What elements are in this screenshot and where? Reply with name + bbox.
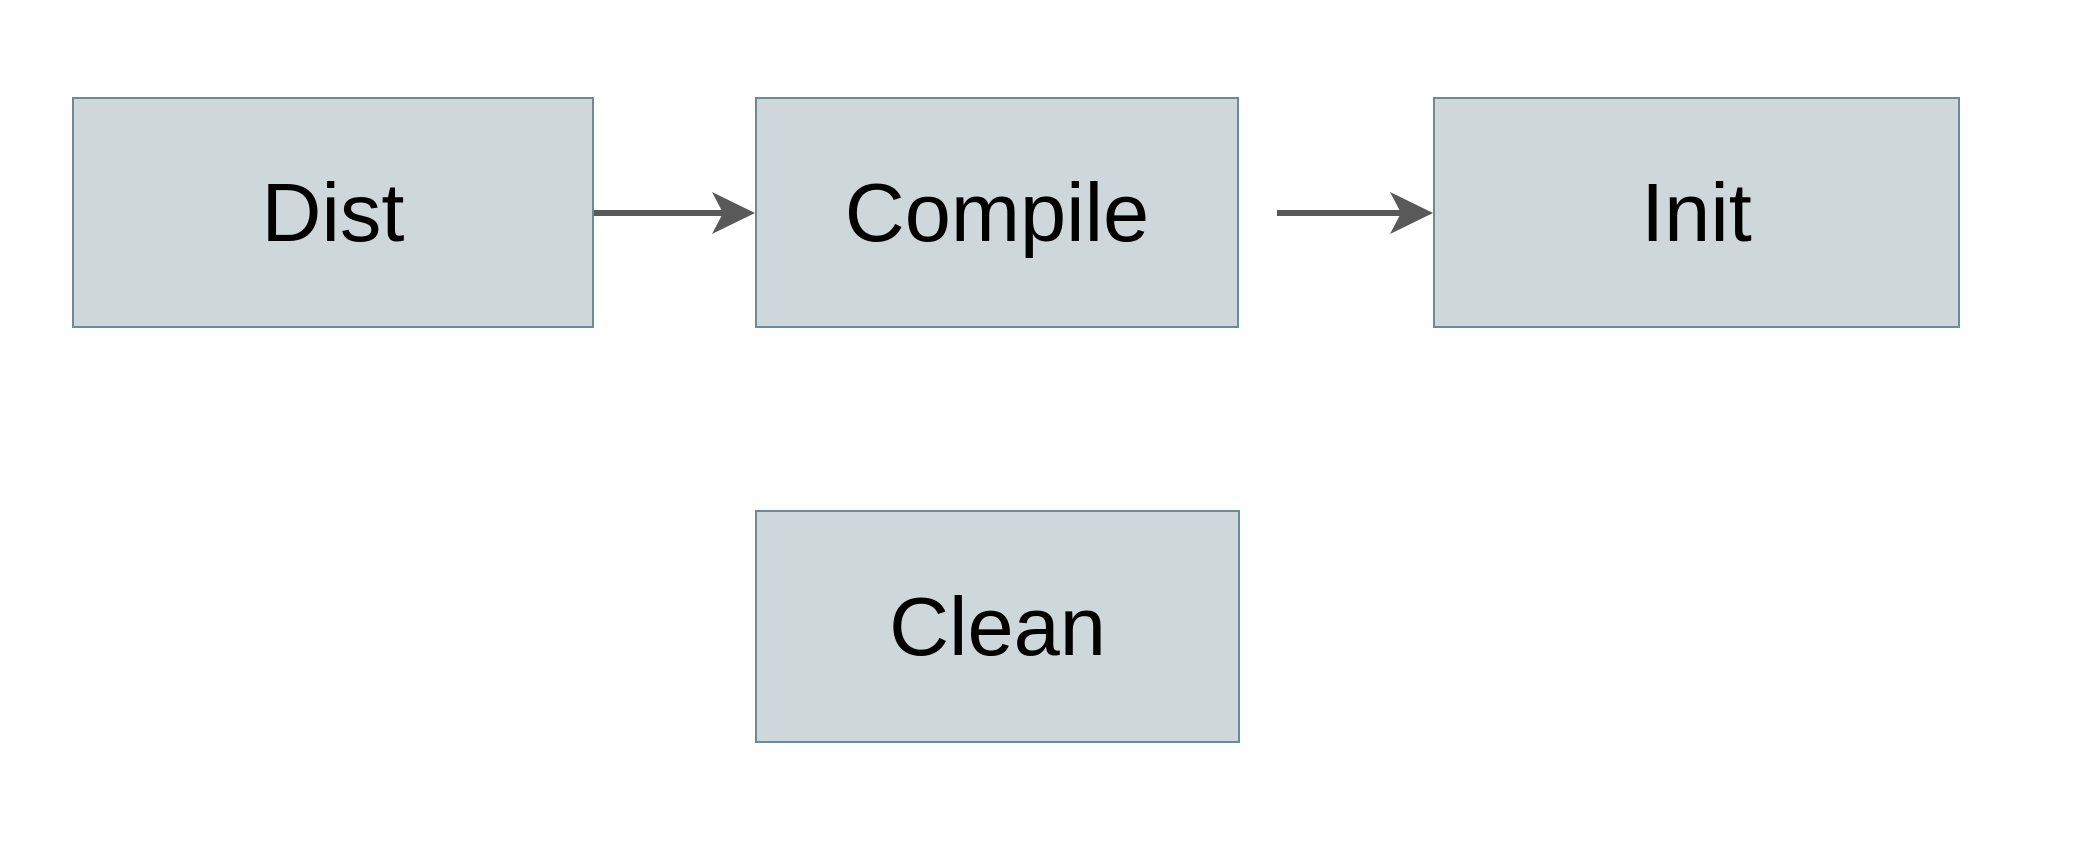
node-label: Init (1641, 166, 1752, 259)
node-label: Clean (889, 580, 1106, 673)
node-clean[interactable]: Clean (755, 510, 1240, 743)
node-label: Dist (261, 166, 405, 259)
arrowhead-icon (1390, 192, 1433, 234)
arrowhead-icon (712, 192, 755, 234)
node-init[interactable]: Init (1433, 97, 1960, 328)
node-dist[interactable]: Dist (72, 97, 594, 328)
node-label: Compile (844, 166, 1150, 259)
node-compile[interactable]: Compile (755, 97, 1239, 328)
edge-compile-to-init[interactable] (1277, 192, 1433, 234)
edge-dist-to-compile[interactable] (594, 192, 755, 234)
